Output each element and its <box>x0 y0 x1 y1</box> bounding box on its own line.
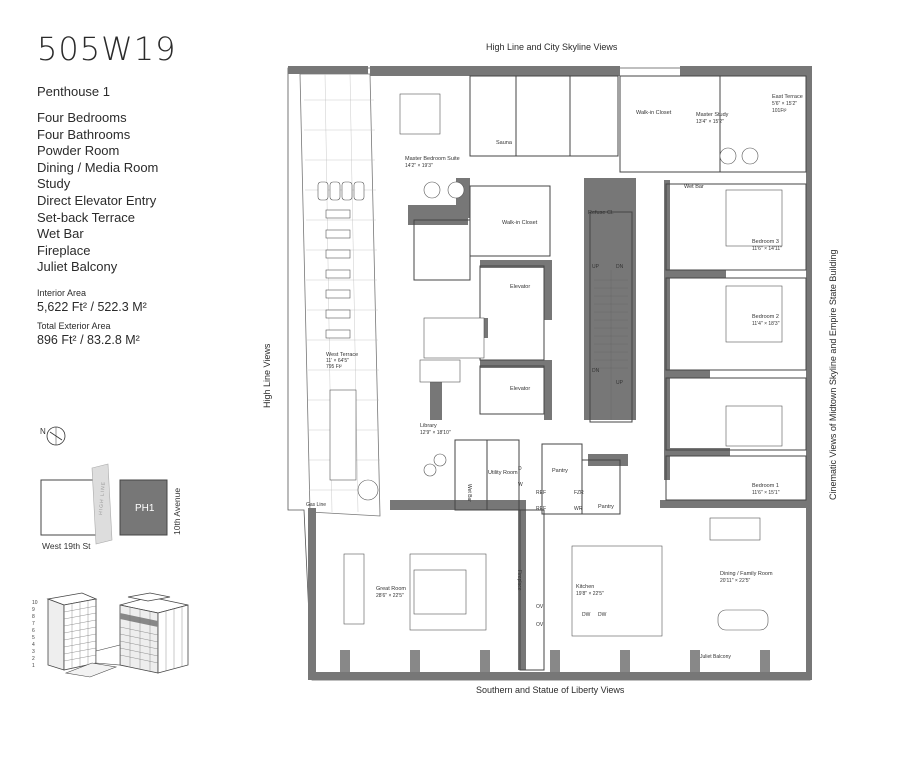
label-ref-2: REF <box>536 506 546 512</box>
feature-item: Juliet Balcony <box>37 259 118 275</box>
feature-item: Direct Elevator Entry <box>37 192 157 208</box>
highline-label: HIGH LINE <box>98 481 107 515</box>
room-master-study: Master Study <box>696 112 729 118</box>
room-sauna: Sauna <box>496 140 513 146</box>
label-juliet: Juliet Balcony <box>700 654 731 660</box>
floor-plan: Sauna Walk-in Closet Master Study 13'4" … <box>287 66 812 681</box>
room-great-room: Great Room <box>376 586 406 592</box>
interior-area-label: Interior Area <box>37 288 87 298</box>
room-bedroom2-dim: 11'4" × 18'3" <box>752 321 780 327</box>
exterior-area-value: 896 Ft² / 83.2.8 M² <box>37 333 140 347</box>
feature-item: Dining / Media Room <box>37 159 159 175</box>
room-west-terrace-dim: 11' × 64'5" <box>326 358 349 364</box>
compass-label: N <box>40 427 46 436</box>
feature-item: Wet Bar <box>37 226 84 242</box>
label-d: D <box>518 466 522 472</box>
label-wr: WR <box>574 506 583 512</box>
floor-label: 10 <box>32 600 38 606</box>
room-kitchen-dim: 19'8" × 22'5" <box>576 591 604 597</box>
feature-item: Four Bathrooms <box>37 126 131 142</box>
stair-up-1: UP <box>592 264 600 270</box>
room-east-terrace-area: 101Ft² <box>772 108 787 114</box>
highline-strip <box>91 463 113 545</box>
label-fireplace: Fireplace <box>516 570 522 591</box>
stair-up-2: UP <box>616 380 624 386</box>
feature-item: Study <box>37 176 71 192</box>
label-dw-2: DW <box>598 612 607 618</box>
unit-name: Penthouse 1 <box>37 84 111 99</box>
room-pantry-1: Pantry <box>552 468 568 474</box>
room-great-room-dim: 28'6" × 22'5" <box>376 593 404 599</box>
ph1-block <box>119 479 168 536</box>
floor-label: 3 <box>32 649 35 655</box>
room-bedroom3-dim: 11'6" × 14'11" <box>752 246 782 252</box>
room-master-bedroom-dim: 14'2" × 19'3" <box>405 163 433 169</box>
label-ov-1: OV <box>536 604 544 610</box>
brand-logo: 505W19 <box>37 30 177 68</box>
view-bottom: Southern and Statue of Liberty Views <box>476 685 625 695</box>
street-label: West 19th St <box>42 541 91 551</box>
room-kitchen: Kitchen <box>576 584 594 590</box>
compass-icon: N <box>40 426 66 446</box>
feature-item: Four Bedrooms <box>37 110 127 125</box>
floor-label: 8 <box>32 614 35 620</box>
room-elevator-2: Elevator <box>510 386 530 392</box>
room-west-terrace: West Terrace <box>326 352 358 358</box>
floor-label: 7 <box>32 621 35 627</box>
room-library: Library <box>420 423 437 429</box>
feature-item: Set-back Terrace <box>37 209 136 225</box>
stair-dn-1: DN <box>616 264 624 270</box>
key-plan: N HIGH LINE PH1 West 19th St 10th Avenue <box>40 426 182 551</box>
room-refuse: Refuse Cl. <box>588 210 614 216</box>
label-dw-1: DW <box>582 612 591 618</box>
floor-label: 4 <box>32 642 35 648</box>
room-wet-bar: Wet Bar <box>684 184 704 190</box>
room-walkin-top: Walk-in Closet <box>636 110 672 116</box>
view-right: Cinematic Views of Midtown Skyline and E… <box>828 249 838 500</box>
room-bedroom3: Bedroom 3 <box>752 239 779 245</box>
floor-label: 2 <box>32 656 35 662</box>
building-elevation: 10 9 8 7 6 5 4 3 2 1 <box>32 592 189 678</box>
room-west-terrace-area: 795 Ft² <box>326 364 342 370</box>
room-utility: Utility Room <box>488 470 518 476</box>
feature-item: Powder Room <box>37 143 120 159</box>
label-gas-line: Gas Line <box>306 502 326 508</box>
room-wet-bar-2: Wet Bar <box>466 484 472 502</box>
room-dining-dim: 20'11" × 22'5" <box>720 578 750 584</box>
room-pantry-2: Pantry <box>598 504 614 510</box>
label-fzr: FZR <box>574 490 584 496</box>
room-library-dim: 12'9" × 18'10" <box>420 430 451 436</box>
label-w: W <box>518 482 523 488</box>
room-dining: Dining / Family Room <box>720 571 773 577</box>
room-bedroom2: Bedroom 2 <box>752 314 779 320</box>
floor-label: 5 <box>32 635 35 641</box>
stair-dn-2: DN <box>592 368 600 374</box>
label-ref: REF <box>536 490 546 496</box>
feature-item: Fireplace <box>37 242 91 258</box>
interior-area-value: 5,622 Ft² / 522.3 M² <box>37 300 147 314</box>
feature-list: Four Bedrooms Four Bathrooms Powder Room… <box>37 110 158 276</box>
room-elevator-1: Elevator <box>510 284 530 290</box>
room-master-bedroom: Master Bedroom Suite <box>405 156 460 162</box>
floor-label: 9 <box>32 607 35 613</box>
view-left: High Line Views <box>262 343 272 408</box>
ph1-label: PH1 <box>135 503 155 514</box>
room-bedroom1-dim: 11'6" × 15'1" <box>752 490 780 496</box>
room-master-study-dim: 13'4" × 15'2" <box>696 119 724 125</box>
exterior-area-label: Total Exterior Area <box>37 321 111 331</box>
room-east-terrace-dim: 5'6" × 15'2" <box>772 101 797 107</box>
floor-label: 6 <box>32 628 35 634</box>
label-ov-2: OV <box>536 622 544 628</box>
room-walkin-mid: Walk-in Closet <box>502 220 538 226</box>
floor-label: 1 <box>32 663 35 669</box>
room-bedroom1: Bedroom 1 <box>752 483 779 489</box>
view-top: High Line and City Skyline Views <box>486 42 618 52</box>
avenue-label: 10th Avenue <box>172 488 182 535</box>
room-east-terrace: East Terrace <box>772 94 803 100</box>
